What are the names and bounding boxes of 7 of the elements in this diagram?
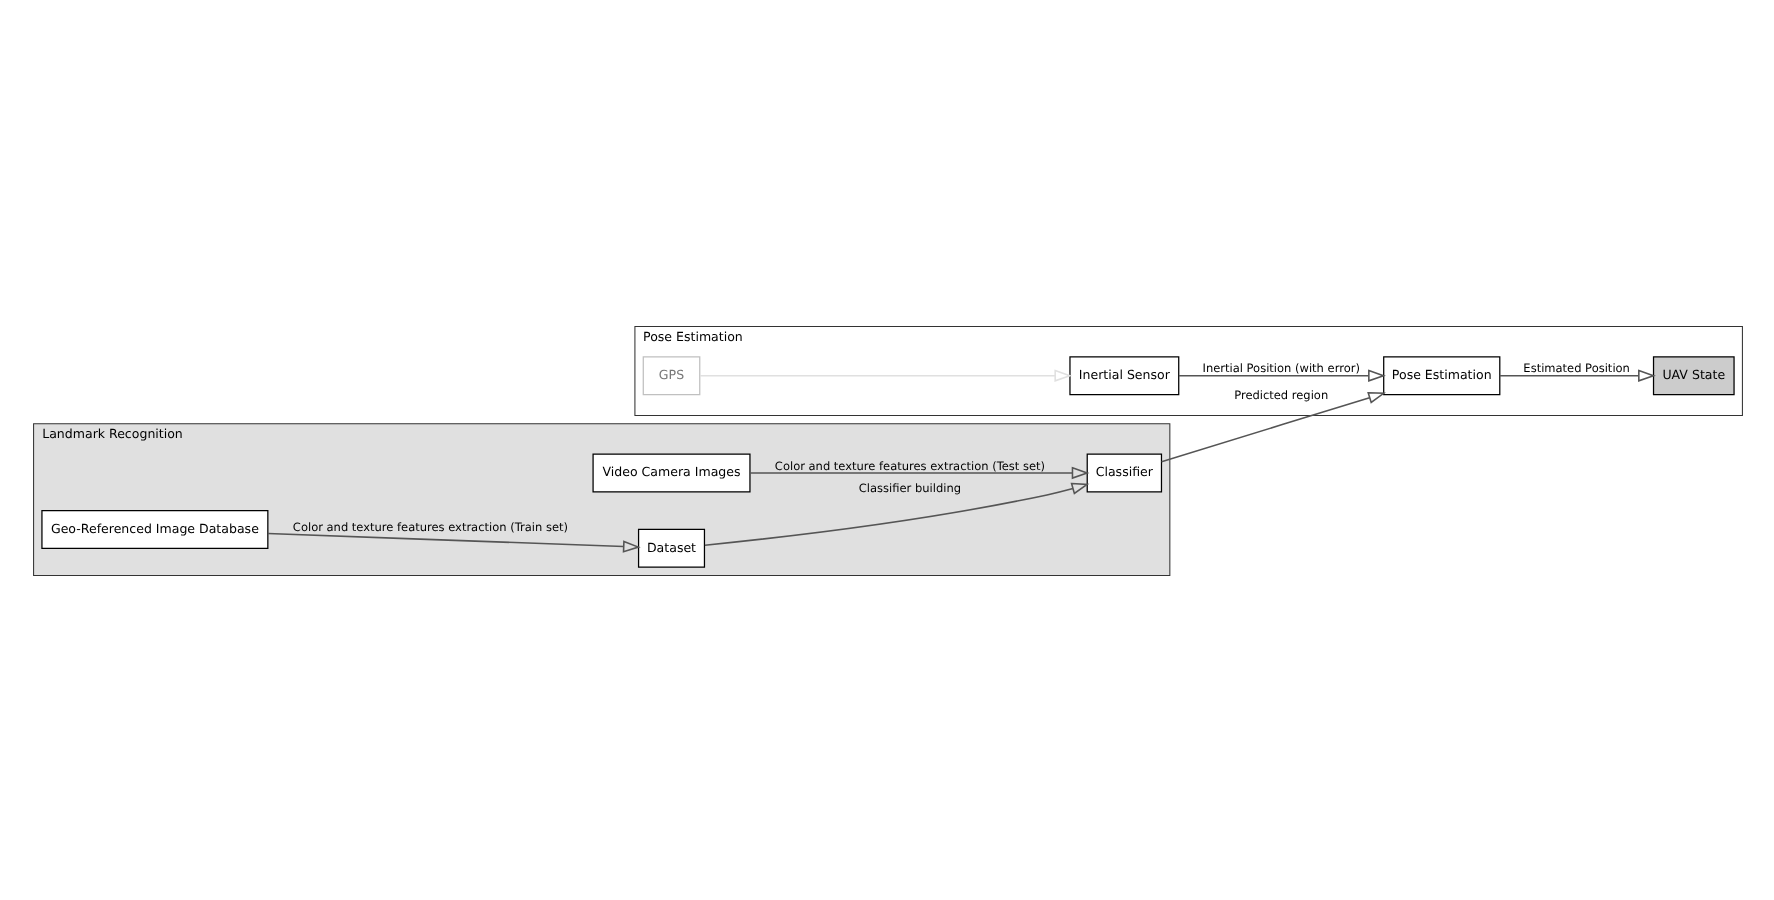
arrow: [1498, 368, 1655, 381]
arrow: [703, 481, 1089, 545]
arrow: [748, 465, 1089, 479]
arrow: [1177, 368, 1385, 381]
arrow: [698, 368, 1072, 381]
arrow: [266, 531, 640, 552]
arrow: [1159, 390, 1385, 462]
